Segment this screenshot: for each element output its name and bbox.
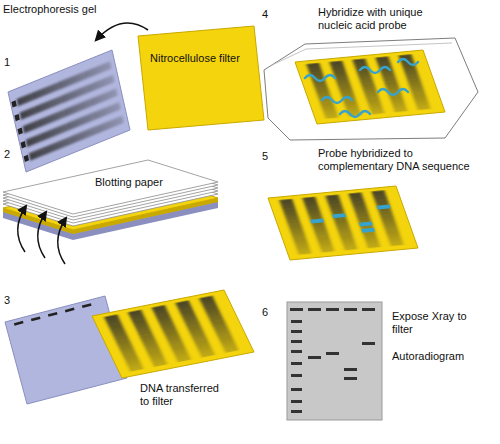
hybridized-band bbox=[310, 218, 324, 223]
step-number: 1 bbox=[4, 56, 10, 69]
step-label: DNA transferred to filter bbox=[140, 382, 226, 408]
nitrocellulose-filter bbox=[138, 26, 264, 130]
hybridization-bag bbox=[264, 38, 478, 140]
filter-sheet bbox=[295, 50, 445, 124]
step-label: Blotting paper bbox=[95, 176, 163, 189]
capillary-flow-arrow bbox=[18, 206, 26, 252]
ladder-band bbox=[291, 374, 302, 377]
sample-band bbox=[326, 352, 339, 355]
hybridized-band bbox=[332, 213, 346, 218]
probe-strand bbox=[360, 67, 390, 73]
gel-well bbox=[18, 128, 23, 135]
ladder-band bbox=[291, 410, 302, 413]
sample-band bbox=[308, 356, 321, 359]
step-label: Electrophoresis gel bbox=[3, 3, 97, 16]
film-well bbox=[362, 308, 375, 311]
ladder-band bbox=[291, 330, 302, 333]
gel-well bbox=[65, 308, 75, 313]
ladder-band bbox=[291, 362, 302, 365]
film-well bbox=[308, 308, 321, 311]
dna-lane bbox=[372, 190, 404, 246]
placement-arrow bbox=[96, 23, 148, 40]
autoradiogram-film bbox=[287, 302, 382, 420]
step-number: 6 bbox=[262, 306, 268, 319]
capillary-flow-arrow bbox=[58, 218, 66, 264]
gel-well bbox=[31, 316, 41, 321]
probed-filter bbox=[268, 186, 418, 260]
film-well bbox=[344, 308, 357, 311]
dna-lane bbox=[399, 54, 431, 110]
hybridized-band bbox=[361, 228, 375, 233]
gel-well bbox=[21, 141, 26, 148]
gel-well bbox=[11, 100, 16, 107]
ladder-band bbox=[291, 400, 302, 403]
ladder-band bbox=[291, 340, 302, 343]
ladder-band bbox=[291, 350, 302, 353]
gel-well bbox=[14, 114, 19, 121]
filter-sheet bbox=[92, 290, 254, 378]
step-label: Expose Xray to filter bbox=[392, 310, 482, 336]
hybridized-band bbox=[359, 222, 373, 227]
ladder-band bbox=[291, 388, 302, 391]
gel-slab bbox=[8, 50, 130, 172]
hybridized-band bbox=[377, 205, 391, 210]
dna-lane bbox=[199, 296, 239, 353]
probe-strand bbox=[378, 89, 408, 95]
step-label: Probe hybridized to complementary DNA se… bbox=[318, 147, 478, 173]
gel-lane bbox=[29, 116, 124, 161]
filter-sheet bbox=[138, 26, 264, 130]
probe-strand bbox=[398, 59, 418, 65]
probe-strands bbox=[305, 59, 418, 117]
blotting-stack bbox=[3, 160, 218, 240]
step-number: 5 bbox=[262, 150, 268, 163]
filter-sheet bbox=[268, 186, 418, 260]
step-number: 3 bbox=[4, 294, 10, 307]
gel-well bbox=[14, 321, 24, 326]
filter-in-bag bbox=[295, 50, 445, 124]
step-label: Autoradiogram bbox=[392, 350, 464, 363]
sample-band bbox=[344, 377, 357, 380]
probe-strand bbox=[305, 75, 335, 81]
electrophoresis-gel bbox=[8, 50, 130, 172]
x-ray-film bbox=[287, 302, 382, 420]
blotted-filter bbox=[92, 290, 254, 378]
sample-band bbox=[362, 342, 375, 345]
capillary-flow-arrow bbox=[38, 212, 46, 258]
step-number: 4 bbox=[262, 8, 268, 21]
ladder-band bbox=[291, 320, 302, 323]
step-label: Hybridize with unique nucleic acid probe bbox=[318, 6, 438, 32]
probe-strand bbox=[340, 111, 370, 117]
step-number: 2 bbox=[4, 148, 10, 161]
gel-well bbox=[48, 312, 58, 317]
step-label: Nitrocellulose filter bbox=[150, 52, 240, 65]
blotting-paper-sheet bbox=[3, 160, 218, 214]
gel-well bbox=[24, 155, 29, 162]
film-well bbox=[326, 308, 339, 311]
gel-well bbox=[82, 303, 92, 308]
film-well bbox=[290, 308, 303, 311]
probe-strand bbox=[322, 97, 352, 103]
sample-band bbox=[344, 368, 357, 371]
